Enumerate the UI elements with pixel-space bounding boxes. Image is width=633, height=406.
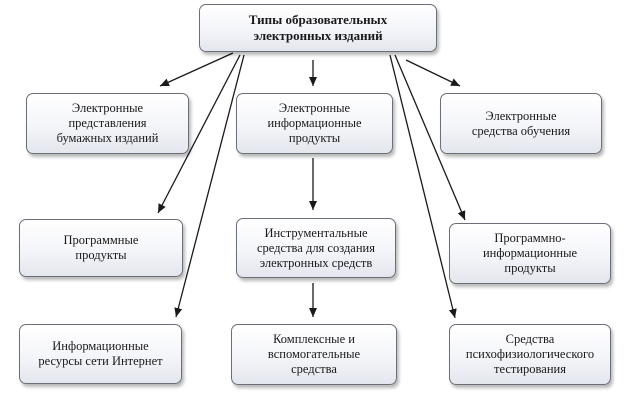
node-software-info-products: Программно- информационные продукты [449,223,611,284]
root-node-education-publication-types: Типы образовательных электронных изданий [199,4,437,52]
node-info-products: Электронные информационные продукты [236,93,393,154]
node-psycho-testing: Средства психофизиологического тестирова… [449,324,611,385]
arrow-root-to-learning-tools [405,59,461,87]
node-instrumental-tools: Инструментальные средства для создания э… [236,218,396,278]
arrow-root-to-software-info-products [394,54,466,221]
arrow-root-to-internet-resources [174,54,245,318]
arrow-root-to-paper-representations [159,52,234,87]
node-paper-representations: Электронные представления бумажных издан… [26,93,189,154]
arrow-root-to-software-products [157,54,241,214]
node-software-products: Программные продукты [19,219,183,277]
node-internet-resources: Информационные ресурсы сети Интернет [19,324,182,384]
node-complex-tools: Комплексные и вспомогательные средства [231,324,397,385]
arrow-root-to-psycho-testing [389,54,457,319]
node-learning-tools: Электронные средства обучения [440,93,602,154]
